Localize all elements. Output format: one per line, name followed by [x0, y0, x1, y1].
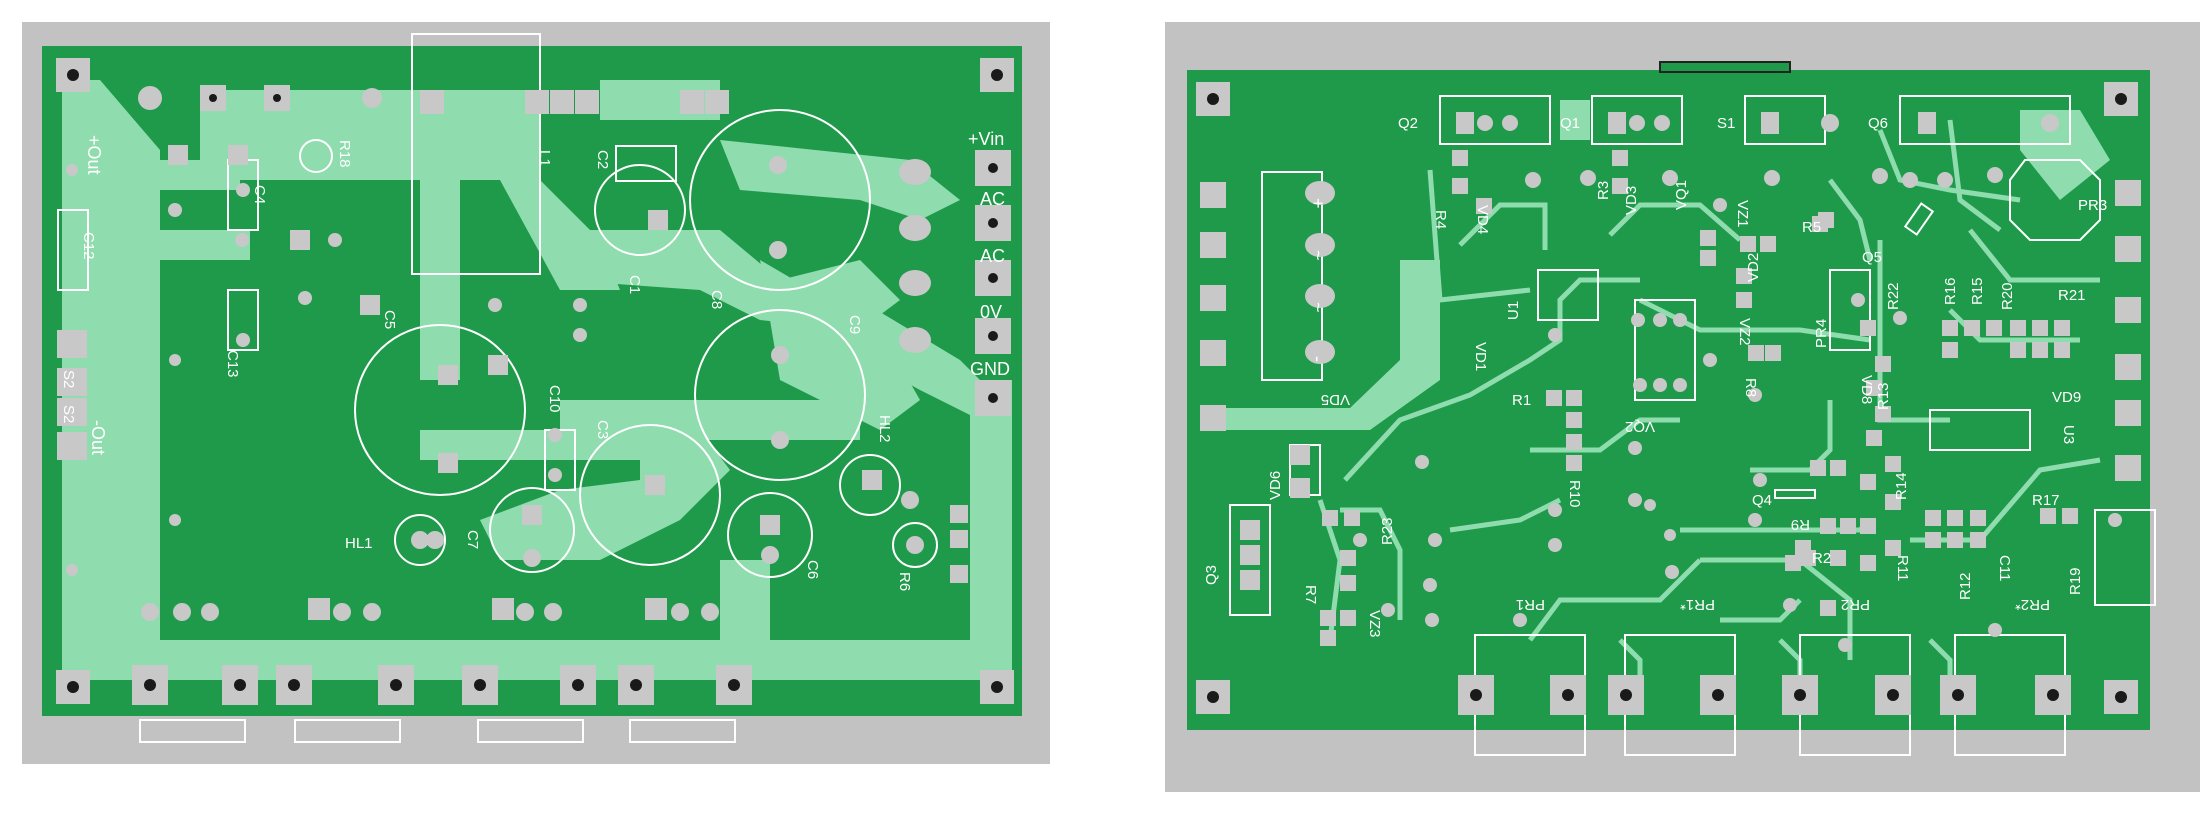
label-r12: R12 [1957, 572, 1974, 600]
label-vz1: VZ1 [1734, 200, 1751, 228]
label-hl2: HL2 [876, 415, 893, 443]
left-drill-holes [67, 69, 1003, 693]
label-r10: R10 [1566, 480, 1583, 508]
label-vd9: VD9 [2052, 389, 2081, 406]
label-pr4: PR4 [1813, 319, 1830, 348]
terminal-label-ac-2: AC [980, 246, 1005, 266]
label-s1: S1 [1717, 115, 1735, 132]
terminal-label-gnd: GND [970, 359, 1010, 379]
label-r1: R1 [1512, 392, 1531, 409]
right-board-top-tab [1659, 61, 1791, 73]
label-r6: R6 [896, 572, 913, 591]
label-c9: C9 [846, 315, 863, 334]
label-vq1: VQ1 [1673, 180, 1690, 210]
label-r15: R15 [1969, 277, 1986, 305]
label-r7: R7 [1302, 585, 1319, 604]
right-drill-holes [1207, 93, 2127, 703]
label-r2: R2 [1812, 550, 1831, 567]
label-vd1: VD1 [1472, 342, 1489, 371]
label-c5: C5 [381, 310, 398, 329]
right-labels: Q2 Q1 S1 Q6 R4 VD4 R3 VD3 VQ1 VZ1 R5 Q5 … [1203, 115, 2107, 638]
label-c2: C2 [594, 150, 611, 169]
label-q5: Q5 [1862, 249, 1882, 266]
label-r21: R21 [2058, 287, 2086, 304]
label-s2-upper: S2 [60, 370, 77, 388]
label-r18: R18 [336, 140, 353, 168]
label-r9: R9 [1791, 516, 1810, 533]
label-bridge-plus: + [1308, 198, 1328, 209]
left-silkscreen-outlines [57, 33, 938, 743]
label-r14: R14 [1893, 472, 1910, 500]
label-q2: Q2 [1398, 115, 1418, 132]
label-r20: R20 [1999, 282, 2016, 310]
label-r13: R13 [1875, 382, 1892, 410]
label-minus-out: -Out [88, 420, 108, 455]
label-vz3: VZ3 [1366, 610, 1383, 638]
label-u3: U3 [2060, 425, 2077, 444]
terminal-label-ac-1: AC [980, 189, 1005, 209]
right-pot-outline-masks [1477, 732, 2063, 754]
label-c11: C11 [1996, 555, 2013, 581]
label-pr2-star: PR2* [2015, 596, 2050, 613]
label-pr2: PR2 [1841, 596, 1870, 613]
label-vd8: VD8 [1858, 375, 1875, 404]
label-c6: C6 [804, 560, 821, 579]
label-s2-lower: S2 [60, 405, 77, 423]
label-bridge-ac2: ~ [1308, 302, 1328, 313]
label-c8: C8 [708, 290, 725, 309]
right-round-pads [1305, 114, 2122, 652]
terminal-label-vin: +Vin [968, 129, 1004, 149]
terminal-label-0v: 0V [980, 302, 1002, 322]
label-r11: R11 [1894, 555, 1911, 581]
label-r8: R8 [1742, 378, 1759, 397]
label-vd3: VD3 [1623, 186, 1640, 215]
label-c3: C3 [594, 420, 611, 439]
label-c12: C12 [80, 232, 97, 260]
label-vd6: VD6 [1267, 471, 1284, 500]
label-r16: R16 [1942, 277, 1959, 305]
label-r22: R22 [1885, 282, 1902, 310]
label-q4: Q4 [1752, 492, 1772, 509]
label-r19: R19 [2067, 567, 2084, 595]
label-c4: C4 [251, 185, 268, 204]
label-q3: Q3 [1203, 565, 1220, 585]
label-vd5: VD5 [1321, 391, 1350, 408]
label-r3: R3 [1595, 181, 1612, 200]
label-vq2: VQ2 [1625, 418, 1655, 435]
right-copper-traces [1210, 100, 2110, 430]
label-q6: Q6 [1868, 115, 1888, 132]
label-q1: Q1 [1560, 115, 1580, 132]
left-pcb-panel: +Out -Out C12 C13 C4 R18 L1 C2 C1 C5 C8 … [22, 22, 1050, 764]
label-pr1: PR1 [1516, 596, 1545, 613]
label-hl1: HL1 [345, 535, 373, 552]
label-r4: R4 [1432, 210, 1449, 229]
label-r17: R17 [2032, 492, 2060, 509]
label-r23: R23 [1379, 517, 1396, 545]
label-c13: C13 [224, 350, 241, 378]
label-c10: C10 [546, 385, 563, 413]
label-plus-out: +Out [84, 135, 104, 175]
right-pads [1196, 82, 2141, 715]
label-vd4: VD4 [1474, 205, 1491, 234]
label-bridge-ac1: ~ [1308, 250, 1328, 261]
label-vd2: VD2 [1745, 253, 1762, 282]
label-r5: R5 [1802, 219, 1821, 236]
label-l1: L1 [536, 150, 553, 167]
label-u1: U1 [1505, 301, 1522, 320]
label-pr1-star: PR1* [1680, 596, 1715, 613]
label-pr3: PR3 [2078, 197, 2107, 214]
label-vz2: VZ2 [1736, 318, 1753, 346]
right-pcb-panel: Q2 Q1 S1 Q6 R4 VD4 R3 VD3 VQ1 VZ1 R5 Q5 … [1165, 22, 2200, 792]
label-c1: C1 [626, 275, 643, 294]
left-round-pads [66, 86, 924, 621]
label-bridge-minus: - [1308, 356, 1328, 362]
label-c7: C7 [464, 530, 481, 549]
